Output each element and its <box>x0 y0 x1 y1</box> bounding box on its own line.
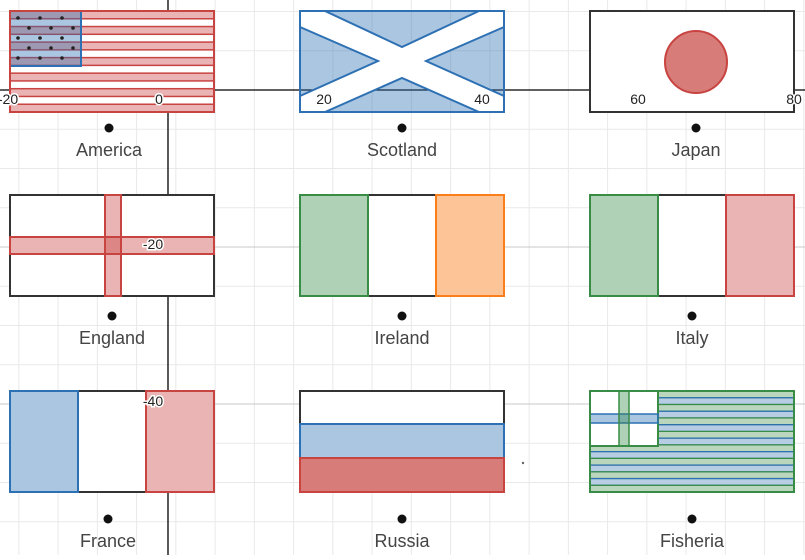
england-cross-vertical <box>104 194 122 297</box>
america-star <box>38 56 42 60</box>
flag-france[interactable] <box>9 390 215 493</box>
america-star <box>27 26 31 30</box>
flag-label-america: America <box>76 140 143 160</box>
america-star <box>60 16 64 20</box>
y-tick-label: -20 <box>143 236 163 252</box>
russia-blue <box>299 423 505 459</box>
label-point[interactable] <box>687 514 697 524</box>
stray-point <box>521 461 525 465</box>
fisheria-canton-cross-vertical <box>618 390 630 447</box>
japan-sun <box>664 30 728 94</box>
flag-label-russia: Russia <box>374 531 430 551</box>
england-cross-horizontal <box>9 236 215 255</box>
x-tick-label: 0 <box>155 91 163 107</box>
flag-label-ireland: Ireland <box>374 328 429 348</box>
fisheria-stripe <box>589 471 795 480</box>
label-point[interactable] <box>103 514 113 524</box>
flag-russia[interactable] <box>299 390 505 493</box>
ireland-orange <box>435 194 505 297</box>
america-star <box>38 16 42 20</box>
america-star <box>71 26 75 30</box>
flag-label-england: England <box>79 328 145 348</box>
flag-label-japan: Japan <box>671 140 720 160</box>
fisheria-stripe <box>589 477 795 486</box>
america-star <box>38 36 42 40</box>
label-point[interactable] <box>687 311 697 321</box>
flag-label-scotland: Scotland <box>367 140 437 160</box>
flag-label-fisheria: Fisheria <box>660 531 725 551</box>
flag-ireland[interactable] <box>299 194 505 297</box>
france-red <box>145 390 215 493</box>
fisheria-stripe <box>589 457 795 466</box>
america-star <box>60 36 64 40</box>
america-star <box>27 46 31 50</box>
america-star <box>16 16 20 20</box>
x-tick-label: 60 <box>630 91 646 107</box>
y-tick-label: -40 <box>143 393 163 409</box>
america-star <box>16 56 20 60</box>
france-blue <box>9 390 79 493</box>
america-star <box>49 46 53 50</box>
tick-labels: -20 0 20 40 60 80 -20 -40 <box>0 90 803 411</box>
label-point[interactable] <box>397 311 407 321</box>
x-tick-label: 80 <box>786 91 802 107</box>
flag-label-france: France <box>80 531 136 551</box>
america-star <box>49 26 53 30</box>
america-stripe <box>9 87 215 98</box>
ireland-green <box>299 194 369 297</box>
america-star <box>71 46 75 50</box>
america-star <box>60 56 64 60</box>
america-star <box>16 36 20 40</box>
label-point[interactable] <box>104 123 114 133</box>
x-tick-label: 40 <box>474 91 490 107</box>
america-stripe <box>9 72 215 82</box>
fisheria-stripe <box>589 451 795 459</box>
fisheria-stripe <box>589 484 795 493</box>
label-point[interactable] <box>397 123 407 133</box>
america-stripe <box>9 103 215 113</box>
america-canton <box>9 10 82 67</box>
label-point[interactable] <box>691 123 701 133</box>
flag-japan[interactable] <box>589 10 795 113</box>
flag-fisheria[interactable] <box>589 390 795 493</box>
label-point[interactable] <box>107 311 117 321</box>
label-points <box>103 123 701 524</box>
flag-scotland[interactable] <box>299 10 505 113</box>
x-tick-label: 20 <box>316 91 332 107</box>
italy-green <box>589 194 659 297</box>
russia-red <box>299 457 505 493</box>
flag-label-italy: Italy <box>675 328 708 348</box>
x-tick-label: -20 <box>0 91 18 107</box>
fisheria-stripe <box>589 464 795 473</box>
america-stars <box>16 16 75 60</box>
flag-england[interactable] <box>9 194 215 297</box>
italy-red <box>725 194 795 297</box>
label-point[interactable] <box>397 514 407 524</box>
flag-america[interactable] <box>9 10 215 113</box>
flag-italy[interactable] <box>589 194 795 297</box>
